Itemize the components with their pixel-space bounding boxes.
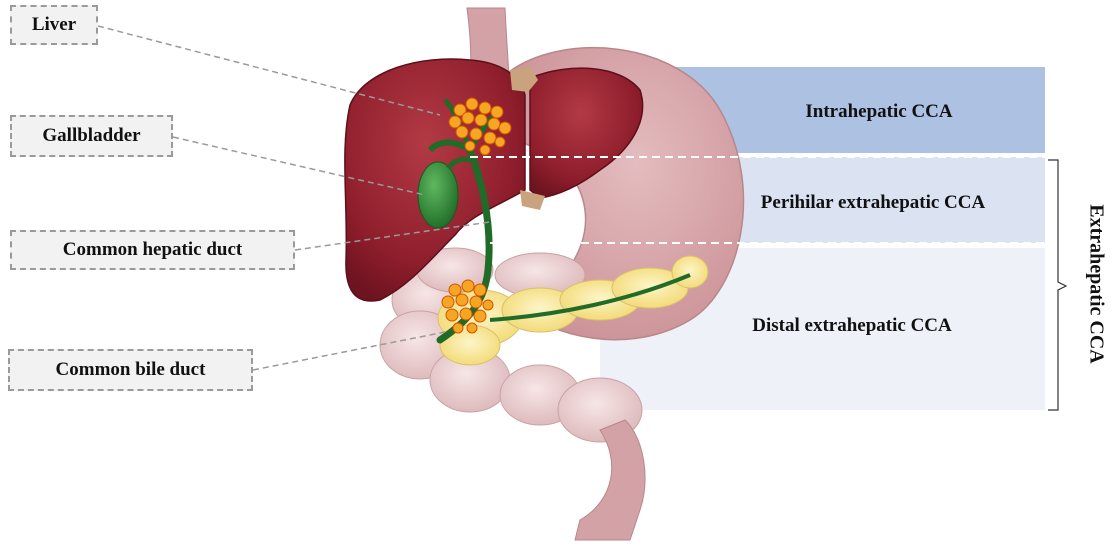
common-bile-duct-label: Common bile duct xyxy=(8,349,253,391)
perihilar-label: Perihilar extrahepatic CCA xyxy=(760,192,986,213)
liver-leader-line xyxy=(97,25,441,116)
liver-left-lobe xyxy=(529,67,644,199)
tumor-cluster-hilar xyxy=(448,97,512,156)
liver-label: Liver xyxy=(10,5,98,45)
extrahepatic-bracket-label: Extrahepatic CCA xyxy=(1085,204,1108,364)
intrahepatic-label: Intrahepatic CCA xyxy=(805,101,953,122)
intestine xyxy=(379,247,646,541)
distal-label: Distal extrahepatic CCA xyxy=(752,315,952,336)
common-hepatic-duct-leader-line xyxy=(294,221,491,251)
extrahepatic-bracket xyxy=(1048,159,1068,411)
tumor-cluster-distal xyxy=(441,279,494,334)
common-bile-duct-leader-line xyxy=(252,331,446,371)
gallbladder-organ xyxy=(417,161,459,229)
gallbladder-label: Gallbladder xyxy=(10,115,173,157)
gallbladder-leader-line xyxy=(172,136,426,196)
common-hepatic-duct-label: Common hepatic duct xyxy=(10,230,295,270)
